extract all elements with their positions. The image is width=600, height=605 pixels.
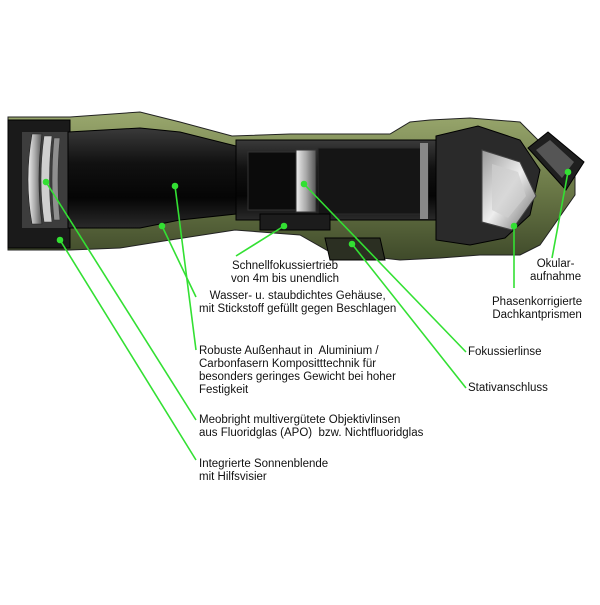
leader-objektivlinsen <box>45 181 197 421</box>
leader-schnellfokus <box>235 225 285 257</box>
objective-lens-1 <box>27 133 43 225</box>
focusing-lens <box>295 149 317 213</box>
leader-stativ <box>351 243 467 389</box>
label-objektivlinsen: Meobright multivergütete Objektivlinsen … <box>199 414 424 439</box>
label-fokussierlinse: Fokussierlinse <box>468 346 542 358</box>
label-sonnenblende: Integrierte Sonnenblende mit Hilfsvisier <box>199 458 329 483</box>
focus-drive <box>259 213 331 231</box>
label-dachkantprismen: Phasenkorrigierte Dachkantprismen <box>492 296 583 321</box>
leader-sonnenblende <box>59 239 197 461</box>
label-gehaeuse: Wasser- u. staubdichtes Gehäuse, mit Sti… <box>199 290 397 315</box>
objective-lens-3 <box>51 137 61 221</box>
label-aussenhaut: Robuste Außenhaut in Aluminium / Carbonf… <box>199 345 396 396</box>
label-schnellfokussiertrieb: Schnellfokussiertrieb von 4m bis unendli… <box>231 260 340 285</box>
leader-okular <box>551 171 569 259</box>
leader-aussenhaut <box>174 185 197 351</box>
leader-fokussierlinse <box>303 183 467 353</box>
leader-gehaeuse <box>161 225 197 298</box>
label-stativanschluss: Stativanschluss <box>468 382 548 394</box>
label-okularaufnahme: Okular- aufnahme <box>530 258 582 283</box>
